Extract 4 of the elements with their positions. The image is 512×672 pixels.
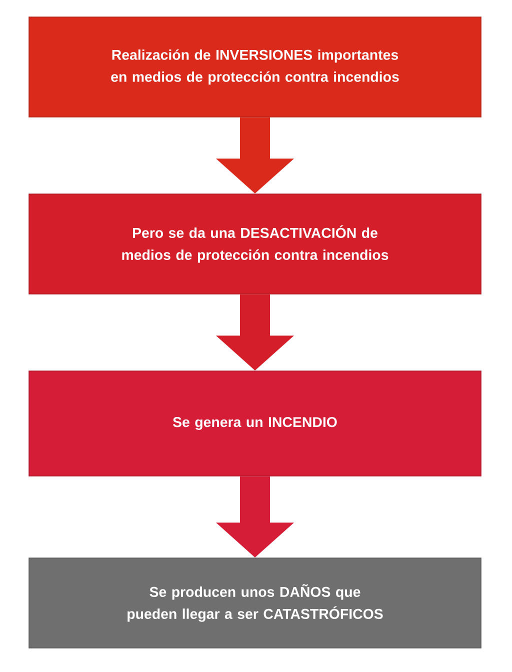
process-box: Realización de INVERSIONES importantes en medios de protección contra incendios: [28, 16, 482, 118]
process-box: Pero se da una DESACTIVACIÓN de medios de protección contra incendios: [28, 194, 482, 294]
process-box: Se genera un INCENDIO: [28, 370, 482, 476]
process-box: Se producen unos DAÑOS que pueden llegar a ser CATASTRÓFICOS: [28, 558, 482, 648]
